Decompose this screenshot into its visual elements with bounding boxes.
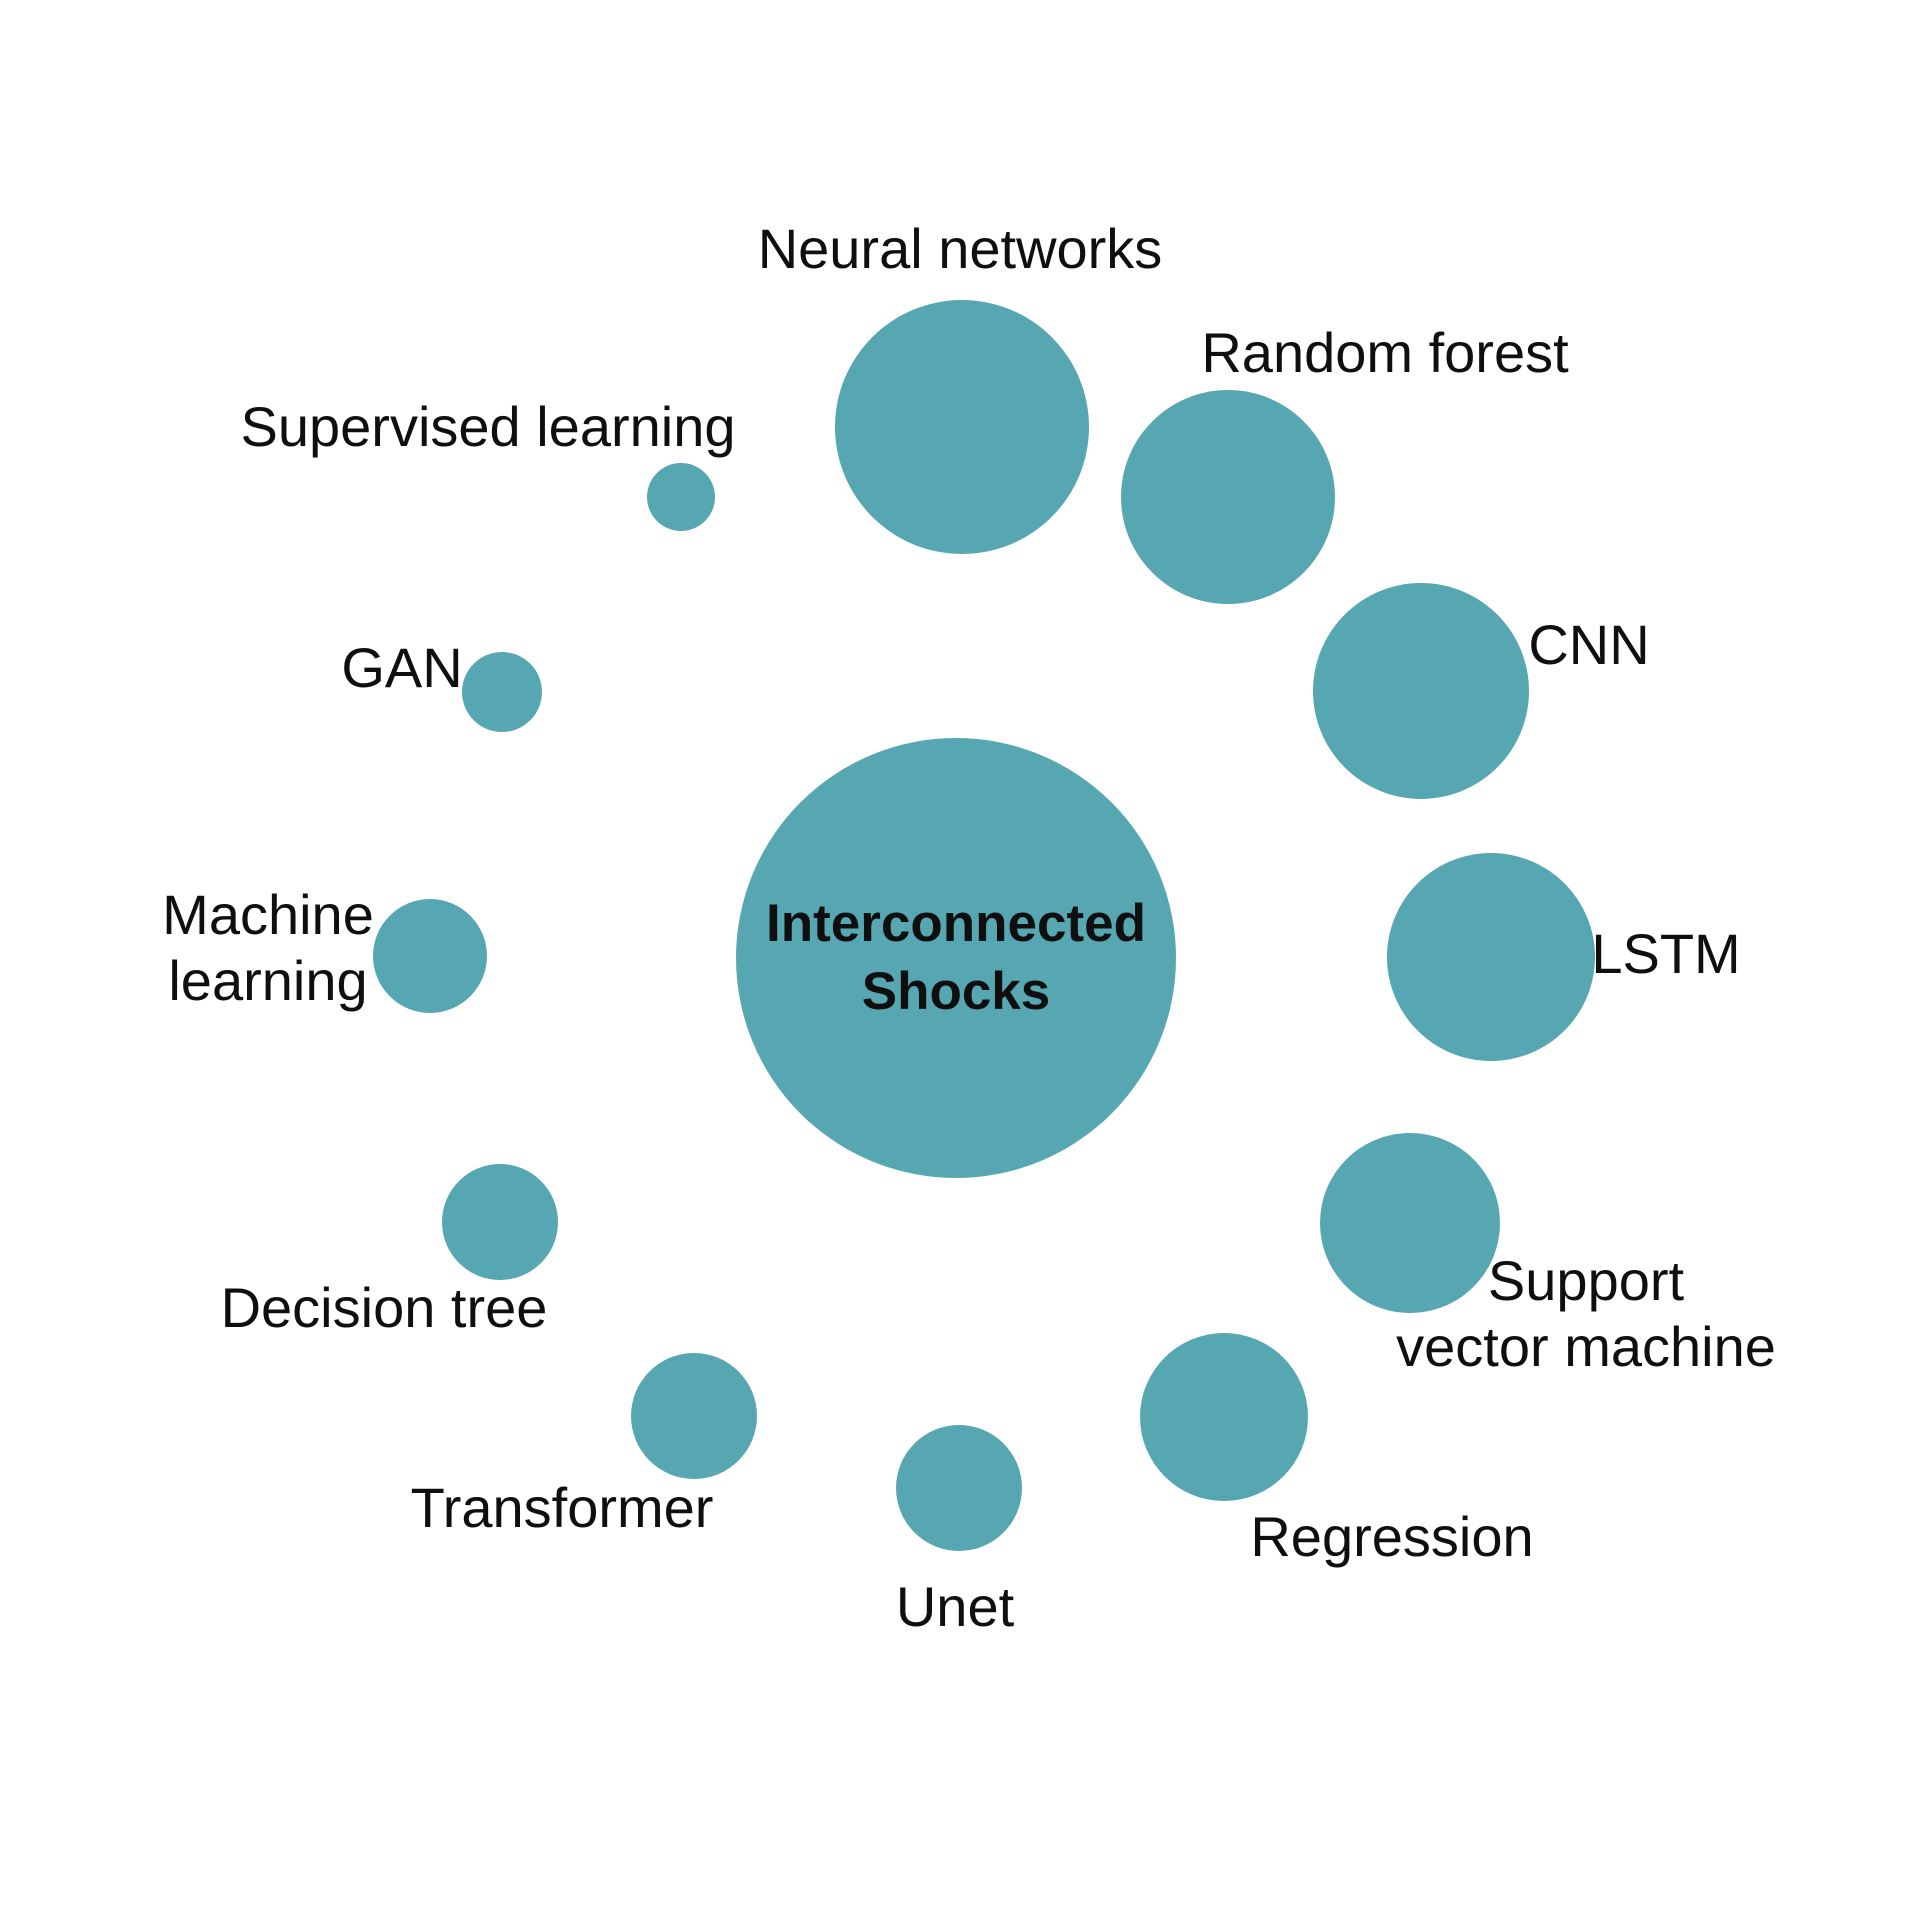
random-forest-label: Random forest: [1201, 320, 1568, 386]
cnn-label-line: CNN: [1528, 613, 1650, 676]
transformer-bubble: [631, 1353, 757, 1479]
machine-learning-bubble: [373, 899, 487, 1013]
lstm-label: LSTM: [1591, 921, 1740, 987]
support-vector-machine-label-line: Support: [1487, 1249, 1685, 1312]
decision-tree-label: Decision tree: [221, 1275, 548, 1341]
cnn-bubble: [1313, 583, 1529, 799]
decision-tree-label-line: Decision tree: [220, 1276, 548, 1339]
machine-learning-label-line: learning: [168, 949, 368, 1012]
regression-label: Regression: [1250, 1504, 1533, 1570]
neural-networks-label: Neural networks: [758, 216, 1163, 282]
neural-networks-label-line: Neural networks: [757, 217, 1163, 280]
regression-bubble: [1140, 1333, 1308, 1501]
unet-label-line: Unet: [895, 1575, 1015, 1638]
central-bubble: Interconnected Shocks: [736, 738, 1176, 1178]
regression-label-line: Regression: [1250, 1505, 1534, 1568]
central-label-line-2: Shocks: [861, 962, 1051, 1021]
machine-learning-label-line: Machine: [162, 883, 374, 946]
lstm-label-line: LSTM: [1591, 922, 1741, 985]
support-vector-machine-label-line: vector machine: [1396, 1315, 1776, 1378]
cnn-label: CNN: [1528, 612, 1649, 678]
gan-bubble: [462, 652, 542, 732]
neural-networks-bubble: [835, 300, 1089, 554]
lstm-bubble: [1387, 853, 1595, 1061]
unet-bubble: [896, 1425, 1022, 1551]
random-forest-label-line: Random forest: [1201, 321, 1569, 384]
central-label-line-1: Interconnected: [766, 894, 1146, 953]
gan-label: GAN: [341, 635, 462, 701]
supervised-learning-bubble: [647, 463, 715, 531]
central-label: Interconnected Shocks: [736, 738, 1176, 1178]
gan-label-line: GAN: [341, 636, 463, 699]
transformer-label-line: Transformer: [410, 1476, 714, 1539]
support-vector-machine-bubble: [1320, 1133, 1500, 1313]
supervised-learning-label-line: Supervised learning: [240, 395, 736, 458]
supervised-learning-label: Supervised learning: [241, 394, 736, 460]
random-forest-bubble: [1121, 390, 1335, 604]
decision-tree-bubble: [442, 1164, 558, 1280]
transformer-label: Transformer: [411, 1475, 714, 1541]
unet-label: Unet: [896, 1574, 1014, 1640]
